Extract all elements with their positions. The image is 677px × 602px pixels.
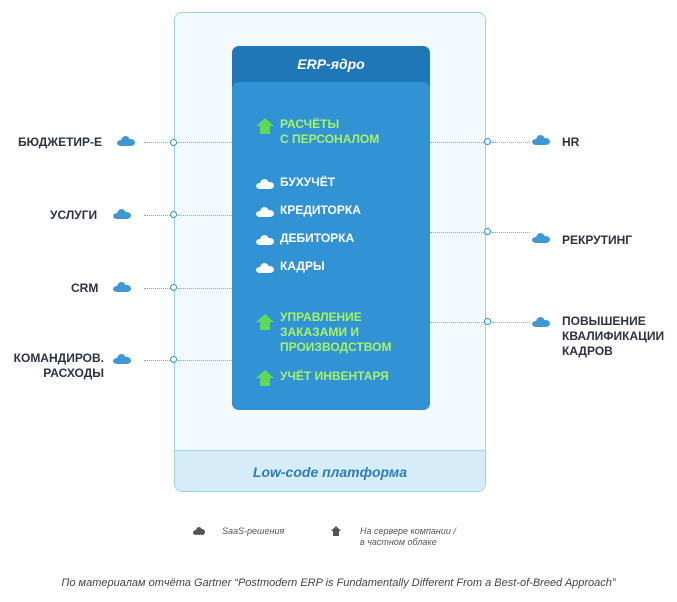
- source-note: По материалам отчёта Gartner “Postmodern…: [61, 577, 616, 589]
- legend-on-premise: На сервере компании / в частном облаке: [360, 526, 456, 547]
- module-travel-expenses: КОМАНДИРОВ. РАСХОДЫ: [13, 351, 104, 380]
- connector-line: [492, 142, 530, 143]
- connector-dot: [484, 138, 491, 145]
- connector-line: [144, 142, 174, 143]
- core-item-payroll: РАСЧЁТЫ С ПЕРСОНАЛОМ: [256, 117, 379, 147]
- connector-line: [430, 142, 484, 143]
- module-budgeting: БЮДЖЕТИР-Е: [18, 135, 103, 149]
- module-staff-training: ПОВЫШЕНИЕ КВАЛИФИКАЦИИ КАДРОВ: [562, 314, 665, 358]
- legend-cloud-icon: [193, 527, 205, 535]
- connector-line: [144, 360, 170, 361]
- cloud-icon: [113, 209, 131, 219]
- cloud-icon: [256, 179, 274, 189]
- legend-house-icon: [331, 526, 341, 536]
- connector-dot: [484, 228, 491, 235]
- connector-dot: [170, 356, 177, 363]
- connector-line: [178, 142, 232, 143]
- module-crm: CRM: [71, 281, 99, 295]
- cloud-icon: [113, 354, 131, 364]
- module-services: УСЛУГИ: [50, 208, 98, 222]
- cloud-icon: [532, 317, 550, 327]
- core-item-orders-production: УПРАВЛЕНИЕ ЗАКАЗАМИ И ПРОИЗВОДСТВОМ: [256, 310, 391, 355]
- core-item-inventory: УЧЁТ ИНВЕНТАРЯ: [256, 369, 389, 386]
- connector-line: [178, 215, 232, 216]
- connector-dot: [170, 211, 177, 218]
- connector-line: [144, 215, 170, 216]
- connector-line: [492, 232, 530, 233]
- legend-saas: SaaS-решения: [222, 526, 285, 536]
- connector-line: [430, 322, 484, 323]
- connector-dot: [170, 139, 177, 146]
- cloud-icon: [532, 135, 550, 145]
- cloud-icon: [113, 282, 131, 292]
- module-recruiting: РЕКРУТИНГ: [562, 233, 633, 247]
- connector-line: [144, 288, 170, 289]
- erp-core-body: [232, 82, 430, 410]
- house-icon: [256, 314, 274, 330]
- core-item-payables: КРЕДИТОРКА: [256, 203, 361, 218]
- platform-label: Low-code платформа: [252, 464, 408, 480]
- erp-core-title: ERP-ядро: [297, 56, 365, 72]
- connector-line: [178, 288, 232, 289]
- core-item-accounting: БУХУЧЁТ: [256, 175, 335, 190]
- cloud-icon: [256, 263, 274, 273]
- platform-footer: [175, 450, 485, 491]
- house-icon: [256, 370, 274, 386]
- core-item-receivables: ДЕБИТОРКА: [256, 231, 354, 246]
- cloud-icon: [532, 233, 550, 243]
- connector-line: [178, 360, 232, 361]
- connector-dot: [170, 284, 177, 291]
- erp-core: ERP-ядро: [232, 46, 430, 410]
- cloud-icon: [256, 235, 274, 245]
- connector-line: [430, 232, 484, 233]
- cloud-icon: [256, 207, 274, 217]
- house-icon: [256, 118, 274, 134]
- cloud-icon: [117, 136, 135, 146]
- connector-dot: [484, 318, 491, 325]
- core-item-hr-records: КАДРЫ: [256, 259, 325, 274]
- module-hr: HR: [562, 135, 580, 149]
- connector-line: [492, 322, 530, 323]
